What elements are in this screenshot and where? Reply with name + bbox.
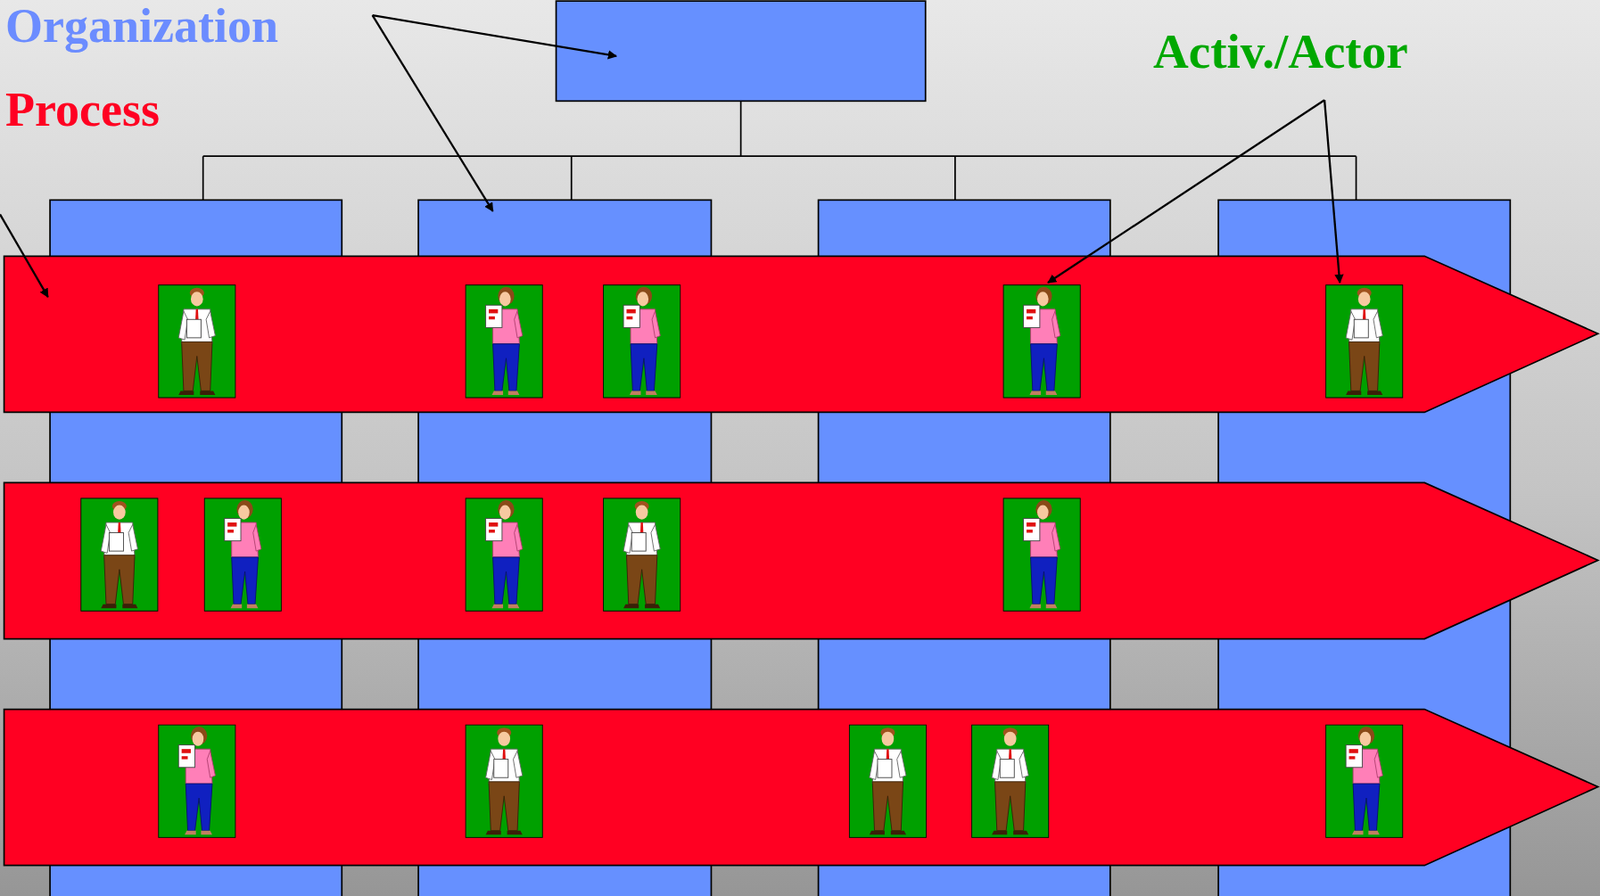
leader-arrow: [1324, 99, 1340, 283]
organization-label: Organization: [5, 1, 279, 50]
leader-arrow: [372, 15, 494, 212]
actor-figure: [602, 284, 681, 398]
actor-figure: [1003, 284, 1081, 398]
actor-figure: [465, 284, 544, 398]
org-connector: [203, 100, 1357, 200]
process-band: [4, 482, 1599, 639]
actor-figure: [849, 725, 927, 839]
org-top-box: [556, 0, 926, 101]
actor-figure: [157, 284, 236, 398]
process-band: [4, 709, 1599, 866]
actor-figure: [157, 725, 236, 839]
actor-figure: [1325, 725, 1403, 839]
actor-figure: [80, 498, 158, 612]
leader-arrow: [1047, 99, 1325, 283]
process-bands: [4, 255, 1599, 866]
actor-figure: [602, 498, 681, 612]
leader-lines: [0, 15, 1340, 297]
actor-figure: [204, 498, 282, 612]
process-label: Process: [5, 85, 160, 134]
actor-figure: [971, 725, 1049, 839]
leader-arrow: [0, 214, 49, 297]
actor-figure: [465, 725, 544, 839]
actor-figure: [1003, 498, 1081, 612]
leader-arrow: [372, 15, 617, 57]
actor-figure: [465, 498, 544, 612]
process-band: [4, 255, 1599, 413]
actor-figure: [1325, 284, 1403, 398]
activity-actor-label: Activ./Actor: [1153, 26, 1409, 76]
actors: [80, 284, 1403, 838]
